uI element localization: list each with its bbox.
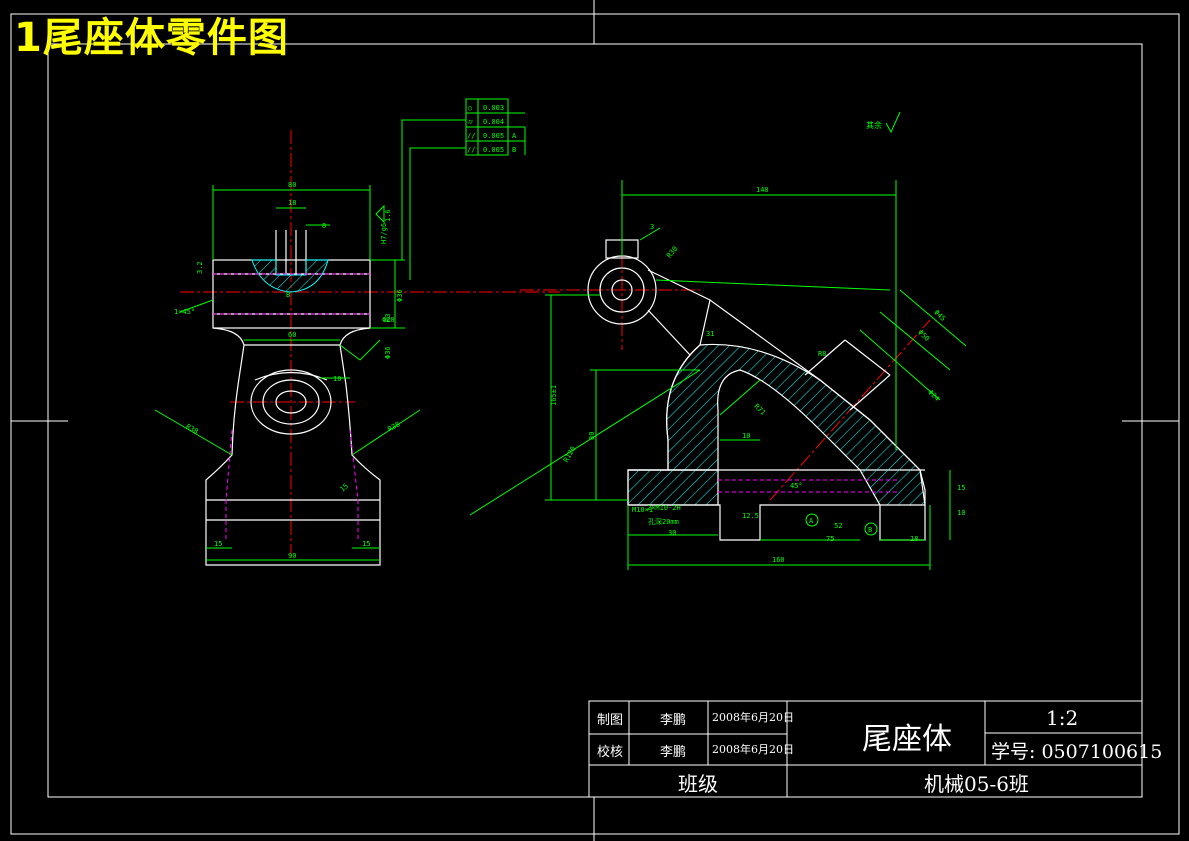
dim-base-width: 90 xyxy=(288,552,296,560)
datum-b-right: B xyxy=(868,526,872,534)
tb-row1-name: 李鹏 xyxy=(660,713,687,728)
gdt-sym-0: ○ xyxy=(468,104,472,112)
dim-roughness-side: 3.2 xyxy=(196,261,204,274)
dim-hole-dia: Φ45 xyxy=(932,308,947,323)
right-hatch-main xyxy=(666,343,926,506)
dim-ra: 12.5 xyxy=(742,512,759,520)
dim-r31: 31 xyxy=(706,330,714,338)
title-block-grid xyxy=(588,700,1143,798)
dim-chamfer: 1×45° xyxy=(174,308,195,316)
dim-roughness-top: 1.6 xyxy=(384,209,392,222)
dim-slot-width: 18 xyxy=(288,199,296,207)
dim-slot: R8 xyxy=(818,350,826,358)
dim-r-arc: R30 xyxy=(665,245,679,260)
tb-row2-label: 校核 xyxy=(597,745,624,760)
dim-side-height: 15 xyxy=(338,482,350,494)
dim-small2: 10 xyxy=(742,432,750,440)
tb-row1-label: 制图 xyxy=(597,713,624,728)
gdt-sym-2: // xyxy=(467,132,475,140)
dim-top-width: 80 xyxy=(288,181,296,189)
dim-small3: 52 xyxy=(834,522,842,530)
dim-overall-width: 140 xyxy=(756,186,769,194)
tb-row1-date: 2008年6月20日 xyxy=(712,711,794,724)
dim-hole-dia2: Φ50 xyxy=(916,328,931,343)
dim-thread-note2: 孔深20mm xyxy=(648,517,679,526)
dim-bore: Φ36 xyxy=(396,289,404,302)
dim-radius-left: R38 xyxy=(185,423,200,436)
dim-height-b: R120 xyxy=(562,445,577,464)
right-boss xyxy=(804,339,891,411)
right-dims xyxy=(469,180,967,570)
gdt-datum-3: B xyxy=(512,146,516,154)
dim-small-note: H7/g6 xyxy=(380,223,388,244)
roughness-mark-left xyxy=(375,204,385,224)
dim-angle: 45° xyxy=(790,482,803,490)
gdt-val-0: 0.003 xyxy=(483,104,504,112)
dim-overall-length: 160 xyxy=(772,556,785,564)
dim-r-arc2: R71 xyxy=(752,402,767,417)
gdt-sym-1: ⌭ xyxy=(468,118,473,126)
dim-base-w1: 75 xyxy=(826,535,834,543)
dim-base-w3: 18 xyxy=(910,535,918,543)
dim-slot-depth: 8 xyxy=(322,222,326,230)
dim-thread: M10×1 xyxy=(632,506,653,514)
right-hatch-base xyxy=(627,469,719,506)
dim-base-h1: 15 xyxy=(957,484,965,492)
dim-fillet: R3 xyxy=(384,314,392,322)
gdt-text: ○ 0.003 ⌭ 0.004 // 0.005 A // 0.005 B xyxy=(467,104,517,154)
tb-part-name: 尾座体 xyxy=(862,722,952,757)
datum-a: A xyxy=(809,517,814,525)
tb-row2-date: 2008年6月20日 xyxy=(712,743,794,756)
left-hidden xyxy=(213,273,370,540)
gdt-val-3: 0.005 xyxy=(483,146,504,154)
gdt-sym-3: // xyxy=(467,146,475,154)
tb-class-label: 班级 xyxy=(678,772,718,796)
dim-thread-note: 2×M10-2H xyxy=(647,504,681,512)
gdt-val-1: 0.004 xyxy=(483,118,504,126)
dim-key-note: Φ20 xyxy=(382,316,395,324)
gdt-frame xyxy=(401,98,526,280)
left-hatch xyxy=(251,259,329,293)
dim-height-c: 80 xyxy=(588,432,596,440)
dim-base-left: 15 xyxy=(214,540,222,548)
dim-bore-tol: Φ36 xyxy=(384,346,392,359)
gdt-datum-2: A xyxy=(512,132,517,140)
dim-small1: 3 xyxy=(650,223,654,231)
tb-scale: 1:2 xyxy=(1046,706,1079,730)
surface-note-text: 其余 xyxy=(866,120,882,130)
dim-bore-len: Φ24 xyxy=(926,388,941,403)
left-view: 80 18 8 Φ36 1×45° 60 10 15 15 90 R38 R38… xyxy=(154,130,560,566)
right-hidden xyxy=(718,479,900,493)
dim-height-a: 165±1 xyxy=(550,385,558,406)
gdt-val-2: 0.005 xyxy=(483,132,504,140)
right-view: 140 160 165±1 R120 80 45° R30 R71 M10×1 … xyxy=(469,180,967,570)
dim-base-right: 15 xyxy=(362,540,370,548)
page-title: 1尾座体零件图 xyxy=(14,15,289,61)
datum-b-left: B xyxy=(286,291,290,299)
tb-student-id: 学号: 0507100615 xyxy=(991,741,1163,763)
inner-border xyxy=(47,43,1143,798)
dim-base-h2: 10 xyxy=(957,509,965,517)
dim-boss-width: 10 xyxy=(333,375,341,383)
surface-note: 其余 xyxy=(866,111,901,134)
tb-class-value: 机械05-6班 xyxy=(924,772,1029,796)
datum-a-circle xyxy=(805,513,819,527)
dim-radius-right: R38 xyxy=(387,420,402,433)
left-dims xyxy=(154,185,421,561)
dim-mid-width: 60 xyxy=(288,331,296,339)
sheet-frame xyxy=(10,0,1180,841)
left-outline xyxy=(205,230,381,566)
dim-base-w2: 30 xyxy=(668,529,676,537)
datum-b-circle xyxy=(864,522,878,536)
outer-border xyxy=(10,13,1180,835)
tb-row2-name: 李鹏 xyxy=(660,745,687,760)
